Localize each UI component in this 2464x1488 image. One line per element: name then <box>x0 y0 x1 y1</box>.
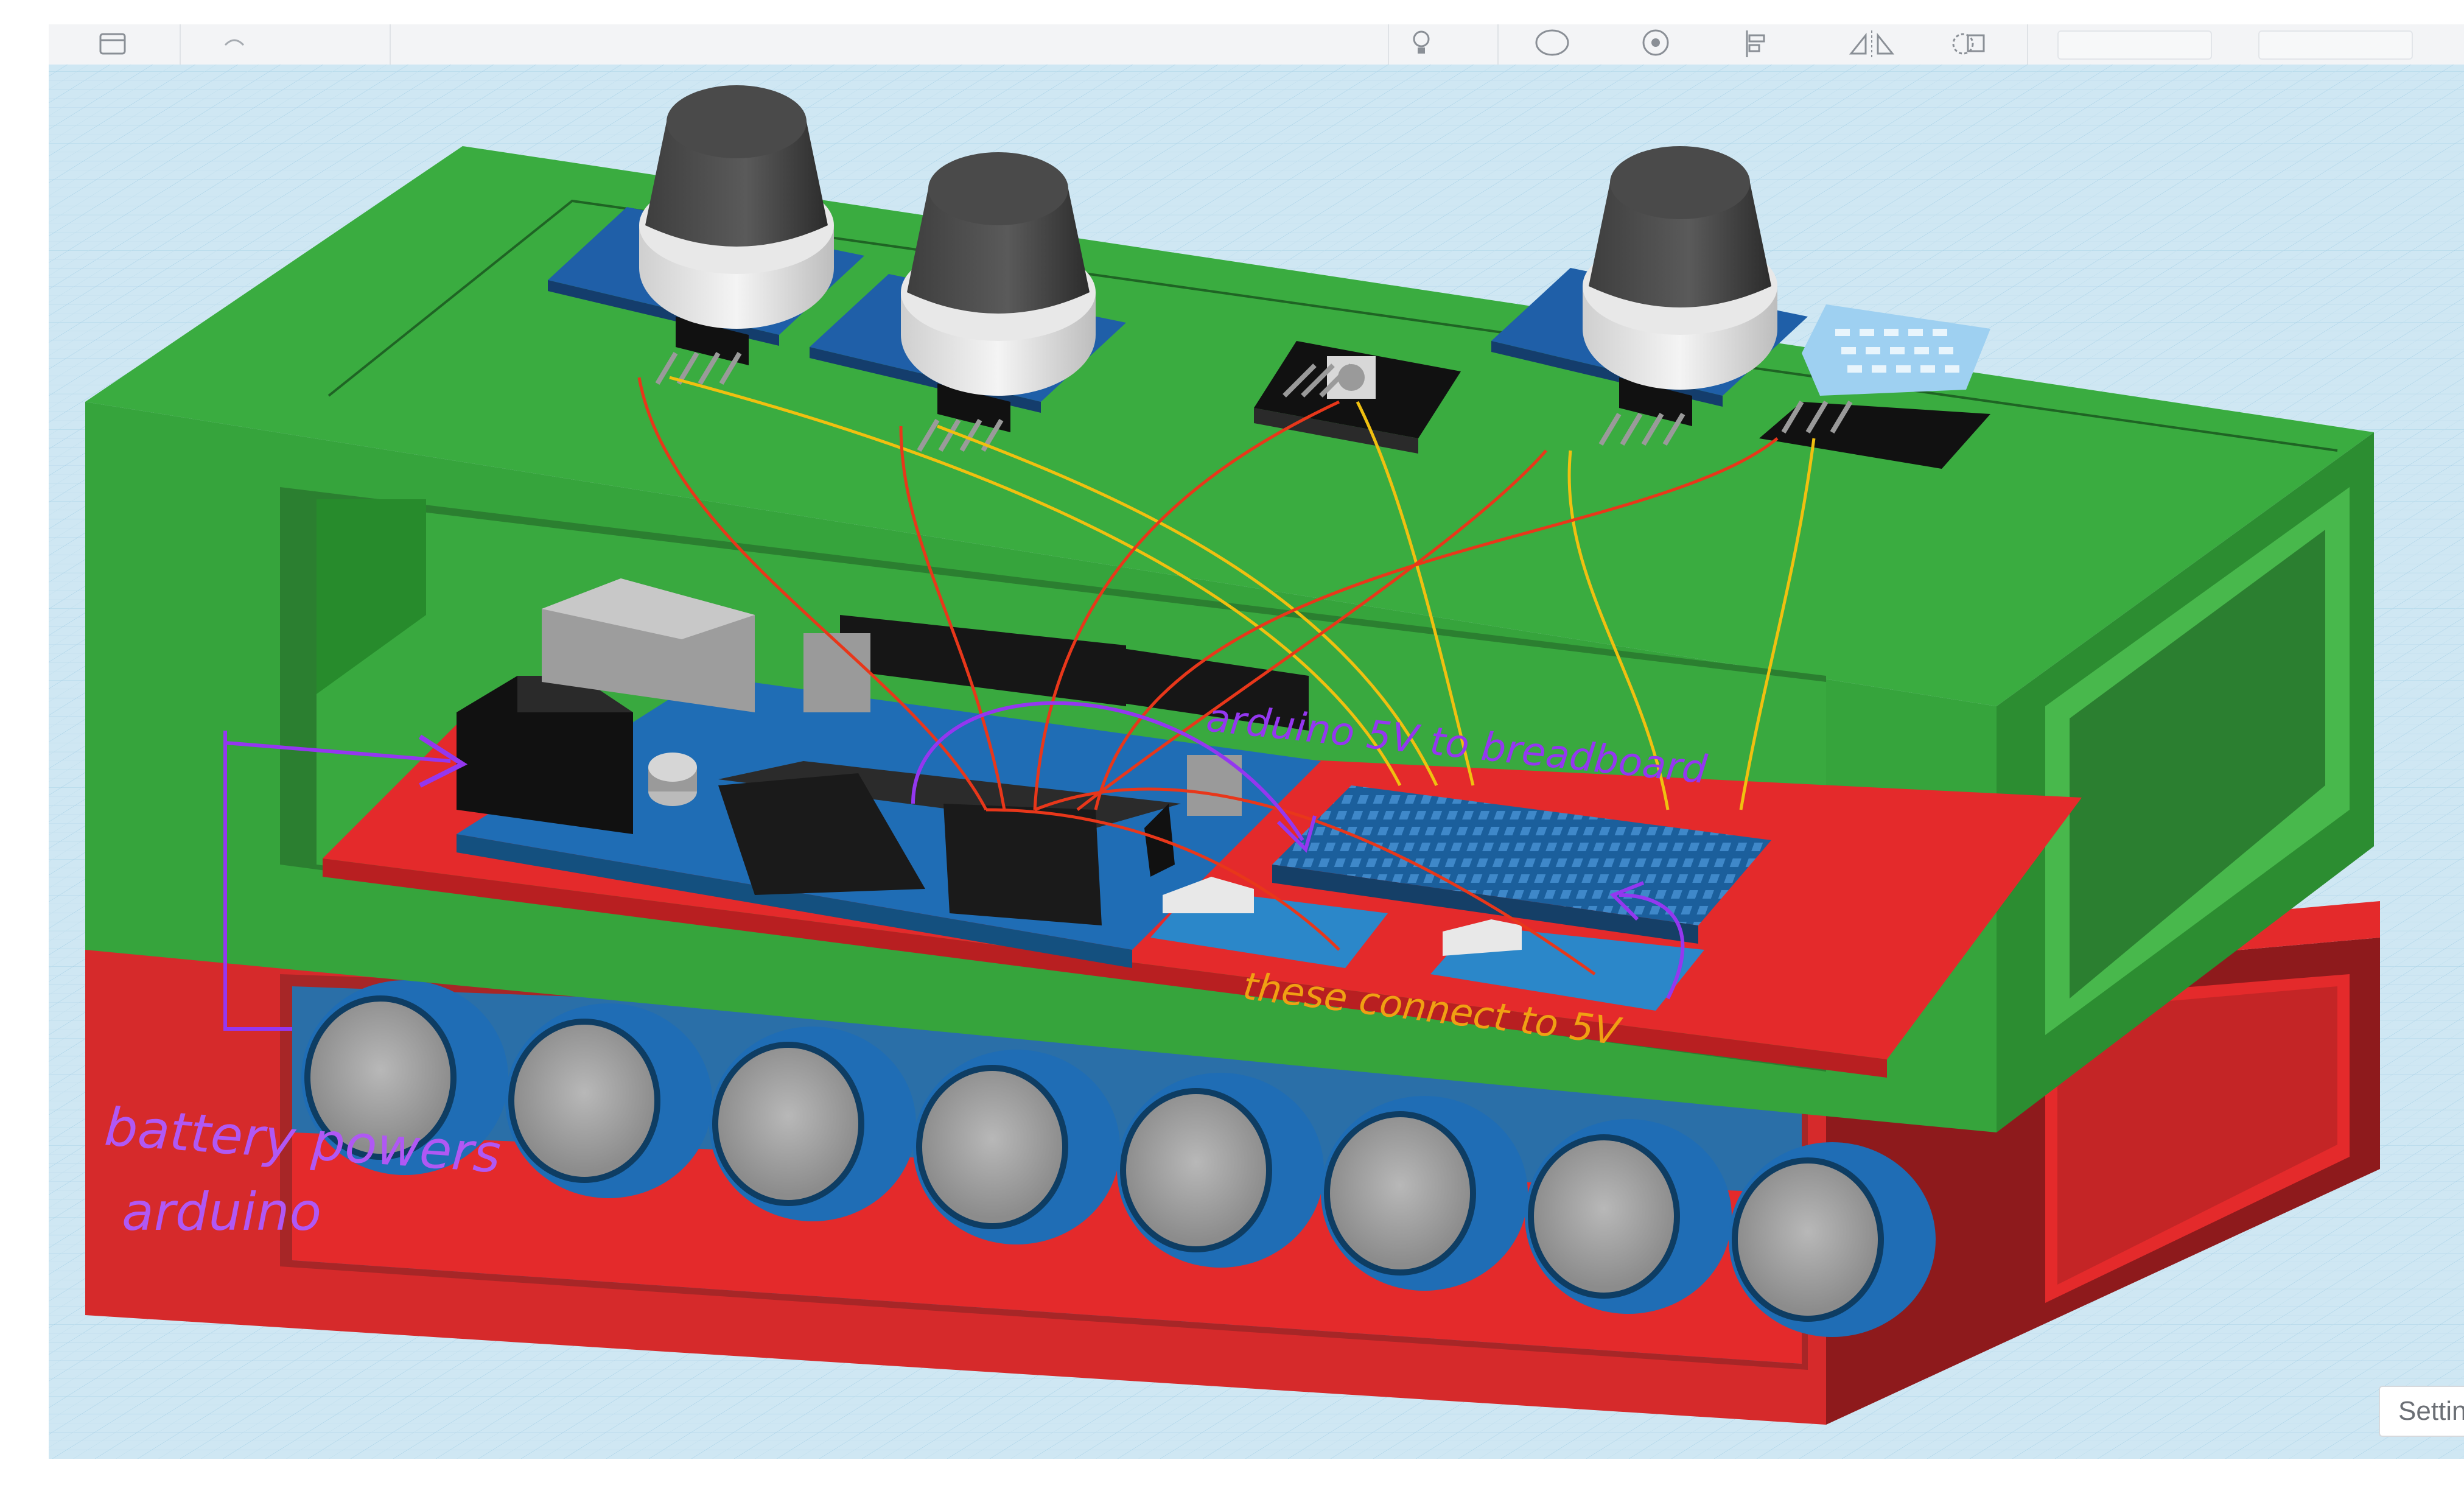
toolbar-field-1[interactable] <box>2057 30 2212 60</box>
battery-cap <box>508 1019 660 1183</box>
lightbulb-icon[interactable] <box>1394 27 1449 61</box>
settings-button[interactable]: Settings <box>2379 1386 2464 1437</box>
battery-cap <box>1120 1088 1272 1252</box>
battery-cap <box>1732 1157 1884 1322</box>
battery-cap <box>304 995 457 1160</box>
group-icon[interactable] <box>1936 27 2003 61</box>
battery-cap <box>1528 1134 1680 1299</box>
undo-icon[interactable] <box>207 27 262 61</box>
regulator-board-2[interactable] <box>1430 919 1704 1011</box>
battery-cap <box>916 1065 1068 1229</box>
comment-icon[interactable] <box>1522 27 1583 61</box>
grid-icon[interactable] <box>85 27 140 61</box>
arduino-board[interactable] <box>457 578 1321 968</box>
battery-cap <box>712 1042 864 1206</box>
mirror-icon[interactable] <box>1838 27 1905 61</box>
regulator-board-1[interactable] <box>1150 877 1388 968</box>
note-arduino: arduino <box>122 1182 321 1243</box>
view-icon[interactable] <box>1625 27 1686 61</box>
align-icon[interactable] <box>1729 27 1783 61</box>
design-scene: arduino 5V to breadboard these connect t… <box>49 65 2464 1459</box>
wire-bundle <box>637 376 1816 976</box>
sensor-group <box>548 85 1990 469</box>
breadboard[interactable] <box>1272 785 1771 944</box>
battery-row <box>301 980 1936 1337</box>
battery-cap <box>1324 1111 1476 1276</box>
toolbar-field-2[interactable] <box>2258 30 2413 60</box>
top-toolbar <box>49 24 2464 66</box>
workplane[interactable]: arduino 5V to breadboard these connect t… <box>49 65 2464 1459</box>
